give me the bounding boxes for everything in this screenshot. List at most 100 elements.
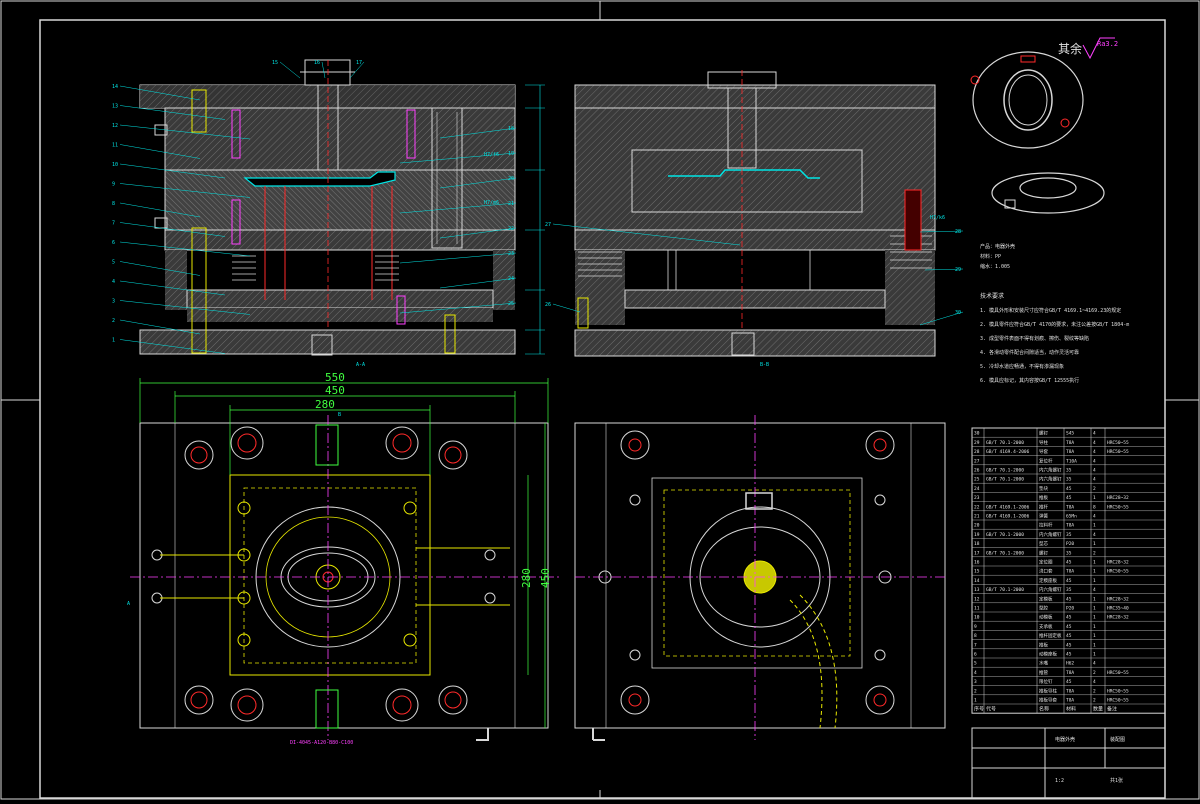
bom-cell: 内六角螺钉 [1039,586,1062,593]
roughness-value: Ra3.2 [1097,40,1118,48]
bom-cell: T8A [1066,440,1074,446]
bom-cell: 17 [974,550,980,556]
bom-cell: 4 [1093,431,1096,437]
bom-cell: T8A [1066,698,1074,704]
bom-cell: 35 [1066,468,1072,474]
bom-cell: GB/T 70.1-2000 [986,477,1024,483]
bom-cell: P20 [1066,606,1074,612]
dim-cavity-height: 280 [520,568,533,588]
bom-cell: GB/T 4169.1-2006 [986,504,1030,510]
bom-cell: 复位杆 [1039,457,1053,464]
bom-cell: 4 [1093,587,1096,593]
part-callout: 24 [508,276,514,282]
bom-cell: 水嘴 [1039,660,1048,667]
bom-cell: 2 [1093,698,1096,704]
part-callout: 9 [112,182,115,188]
bom-cell: 导柱 [1039,439,1048,446]
bom-cell: 限位钉 [1039,678,1053,685]
bom-cell: 4 [1093,468,1096,474]
bom-cell: 1 [1093,541,1096,547]
part-callout: 6 [112,240,115,246]
bom-cell: 4 [1093,458,1096,464]
part-callout: 29 [955,267,961,273]
bom-cell: 1 [1093,495,1096,501]
part-callout: 12 [112,123,118,129]
part-callout: 23 [508,251,514,257]
tech-title: 技术要求 [980,292,1004,300]
bom-cell: HRC50~55 [1107,569,1129,575]
title-drawing-name: 电器外壳 [1055,736,1075,743]
bom-cell: 10 [974,615,980,621]
bom-cell: 1 [1093,606,1096,612]
bom-cell: 导套 [1039,448,1048,455]
part-callout: 17 [356,60,362,66]
section-view-a: A-A [139,59,545,368]
bom-cell: 内六角螺钉 [1039,531,1062,538]
bom-cell: GB/T 70.1-2000 [986,550,1024,556]
bom-cell: 2 [1093,670,1096,676]
bom-cell: HRC50~55 [1107,670,1129,676]
part-callout: 10 [112,162,118,168]
bom-cell: 2 [974,688,977,694]
part-callout: 4 [112,279,115,285]
tech-requirement: 2. 模具零件应符合GB/T 4170的要求，未注公差按GB/T 1804-m [980,321,1129,328]
part-callout: 28 [955,229,961,235]
title-assembly: 装配图 [1110,736,1125,743]
fit-note-3: H7/k6 [930,215,945,221]
plan-view-fixed-half: 550 450 280 280 450 B A DI-4045-A120-B80… [127,371,560,746]
bom-cell: 4 [1093,514,1096,520]
part-callout: 30 [955,310,961,316]
bom-cell: 15 [974,569,980,575]
title-block: 装配图 电器外壳 1:2 共1张 [971,727,1166,799]
bom-cell: 定模板 [1039,595,1053,602]
part-callout: 1 [112,338,115,344]
bom-cell: 1 [1093,615,1096,621]
bom-cell: 螺钉 [1039,549,1048,556]
section-mark-a-left: A [127,601,130,607]
part-callout: 20 [508,176,514,182]
bom-cell: 25 [974,477,980,483]
part-callout: 26 [545,302,551,308]
bom-cell: T8A [1066,569,1074,575]
bom-cell: 动模座板 [1039,651,1057,658]
bom-cell: 27 [974,458,980,464]
part-callout: 2 [112,318,115,324]
bom-cell: GB/T 4169.1-2006 [986,514,1030,520]
part-shrinkage: 缩水：1.005 [980,263,1010,270]
bom-cell: 4 [1093,477,1096,483]
bom-cell: 拉料杆 [1039,522,1053,529]
tech-requirement: 1. 模具外形和安装尺寸应符合GB/T 4169.1~4169.23的规定 [980,307,1121,314]
bom-cell: HRC50~55 [1107,688,1129,694]
bom-cell: GB/T 70.1-2000 [986,587,1024,593]
bom-cell: GB/T 70.1-2000 [986,468,1024,474]
bom-cell: HRC50~55 [1107,504,1129,510]
bom-cell: T10A [1066,458,1077,464]
dim-guide-width: 450 [325,384,345,397]
part-callout: 22 [508,226,514,232]
bom-header-cell: 名称 [1039,706,1049,713]
bom-cell: HRC50~55 [1107,698,1129,704]
bom-cell: 推管 [1039,669,1048,676]
bom-cell: 弹簧 [1039,513,1048,520]
bom-cell: 3 [974,679,977,685]
inner-frame [39,19,1166,799]
bom-cell: 1 [1093,624,1096,630]
bom-cell: 45 [1066,633,1072,639]
tech-requirement: 3. 成型零件表面不得有划痕、擦伤、裂纹等缺陷 [980,335,1089,342]
bom-cell: 6 [974,652,977,658]
bom-header-cell: 材料 [1066,706,1076,713]
tech-requirement: 4. 各滑动零件配合间隙适当，动作灵活可靠 [980,349,1079,356]
bom-cell: HRC35~40 [1107,606,1129,612]
part-callout: 18 [508,126,514,132]
bom-cell: 19 [974,532,980,538]
